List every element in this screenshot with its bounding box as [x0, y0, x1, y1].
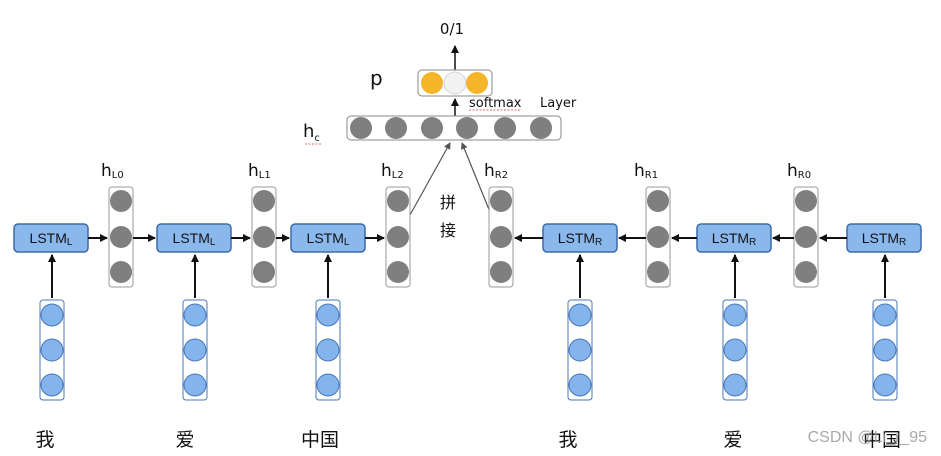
hidden-node [490, 261, 512, 283]
word-right-3: 中国 [863, 429, 901, 451]
hc-node [385, 117, 407, 139]
hidden-label-hR2: hR2 [484, 161, 508, 181]
lstm-left-2-label: LSTML [173, 230, 216, 248]
hidden-label-hR0: hR0 [787, 161, 811, 181]
word-left-2: 爱 [175, 429, 194, 451]
hidden-label-hL2: hL2 [381, 161, 404, 181]
hidden-vector-hR0 [793, 186, 819, 288]
lstm-right-3-label: LSTMR [862, 230, 907, 248]
concat-arrow-left [409, 142, 451, 216]
output-label: 0/1 [440, 20, 464, 38]
input-node [316, 338, 340, 362]
hidden-node [795, 261, 817, 283]
hidden-node [110, 261, 132, 283]
input-node [723, 303, 747, 327]
softmax-label: softmax [469, 96, 522, 111]
hidden-node [387, 190, 409, 212]
input-vector-left-1 [39, 299, 65, 401]
lstm-left-3-label: LSTML [307, 230, 350, 248]
hc-node [421, 117, 443, 139]
concat-arrow-right [461, 142, 491, 213]
hidden-label-hR1: hR1 [634, 161, 658, 181]
input-node [183, 373, 207, 397]
hidden-vector-hR1 [645, 186, 671, 288]
input-node [873, 303, 897, 327]
input-node [723, 338, 747, 362]
word-right-1: 我 [558, 429, 577, 451]
hidden-vector-hR2 [488, 186, 514, 288]
hc-node [350, 117, 372, 139]
hidden-node [490, 190, 512, 212]
lstm-right-2-label: LSTMR [712, 230, 757, 248]
hc-node [494, 117, 516, 139]
input-vector-right-1 [567, 299, 593, 401]
hidden-vector-hL0 [108, 186, 134, 288]
lstm-left-1-label: LSTML [30, 230, 73, 248]
input-node [40, 338, 64, 362]
hidden-node [647, 190, 669, 212]
lstm-right-1-label: LSTMR [558, 230, 603, 248]
hidden-node [253, 226, 275, 248]
hc-node [530, 117, 552, 139]
hidden-label-hL0: hL0 [101, 161, 124, 181]
hidden-node [647, 226, 669, 248]
input-vector-left-3 [315, 299, 341, 401]
layer-label: Layer [540, 96, 577, 111]
word-left-1: 我 [35, 429, 54, 451]
hidden-node [110, 190, 132, 212]
input-vector-right-2 [722, 299, 748, 401]
hidden-node [795, 190, 817, 212]
p-label: p [370, 66, 383, 90]
input-node [183, 338, 207, 362]
softmax-node [443, 71, 467, 95]
hc-vector [346, 115, 562, 141]
hidden-node [795, 226, 817, 248]
hidden-node [490, 226, 512, 248]
hidden-vector-hL2 [385, 186, 411, 288]
hidden-node [253, 261, 275, 283]
input-node [316, 303, 340, 327]
hc-label: hc [303, 121, 320, 144]
lstm-right-1: LSTMR [542, 223, 618, 253]
word-left-3: 中国 [301, 429, 339, 451]
input-node [316, 373, 340, 397]
hidden-node [253, 190, 275, 212]
hidden-node [387, 226, 409, 248]
hidden-node [110, 226, 132, 248]
softmax-node [466, 72, 488, 94]
hidden-label-hL1: hL1 [248, 161, 271, 181]
input-node [568, 338, 592, 362]
input-node [873, 373, 897, 397]
input-node [40, 303, 64, 327]
lstm-left-1: LSTML [13, 223, 89, 253]
hidden-node [387, 261, 409, 283]
hidden-node [647, 261, 669, 283]
input-node [568, 373, 592, 397]
word-right-2: 爱 [723, 429, 742, 451]
watermark: CSDN @Li_r_95 [808, 429, 928, 446]
softmax-node [421, 72, 443, 94]
input-node [40, 373, 64, 397]
input-node [568, 303, 592, 327]
lstm-right-2: LSTMR [696, 223, 772, 253]
concat-label-1: 拼 [440, 193, 456, 212]
lstm-right-3: LSTMR [846, 223, 922, 253]
input-vector-left-2 [182, 299, 208, 401]
hc-node [456, 117, 478, 139]
concat-label-2: 接 [440, 221, 456, 240]
hidden-vector-hL1 [251, 186, 277, 288]
input-node [723, 373, 747, 397]
softmax-layer [417, 69, 493, 97]
lstm-left-2: LSTML [156, 223, 232, 253]
input-node [873, 338, 897, 362]
input-node [183, 303, 207, 327]
lstm-left-3: LSTML [290, 223, 366, 253]
input-vector-right-3 [872, 299, 898, 401]
